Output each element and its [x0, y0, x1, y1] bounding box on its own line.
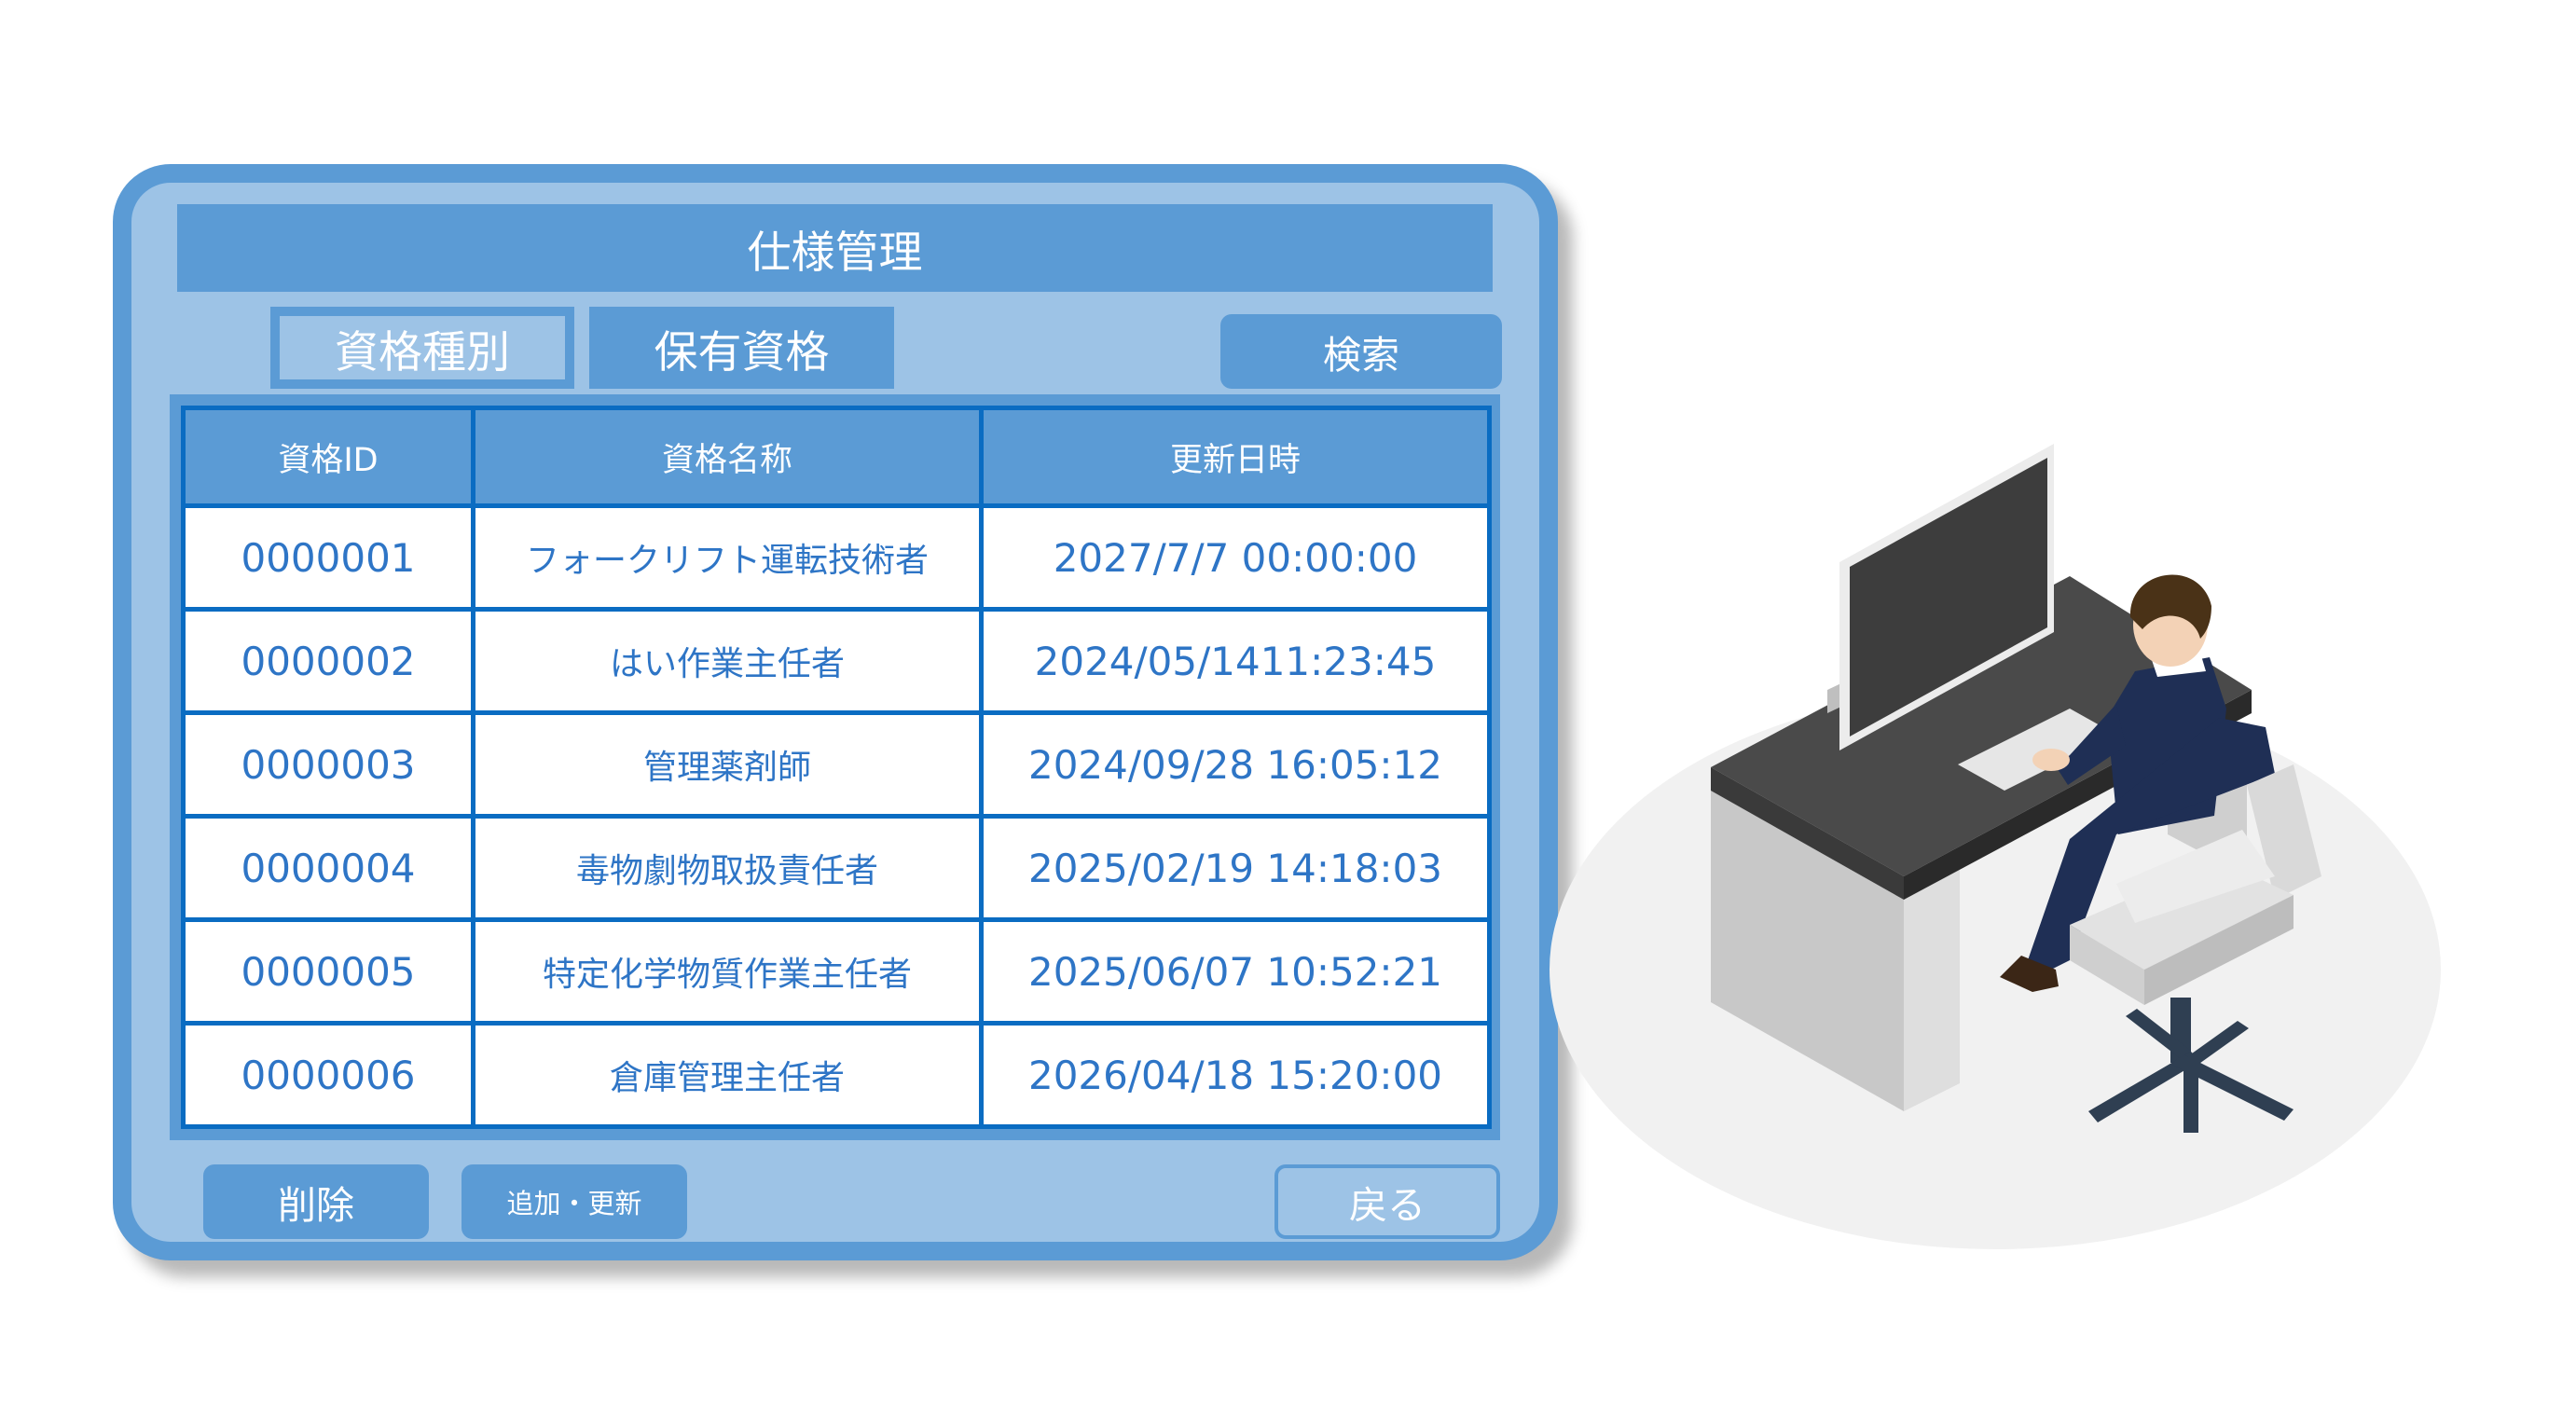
- cell-updated: 2025/06/07 10:52:21: [979, 917, 1492, 1026]
- cell-updated: 2024/09/28 16:05:12: [979, 710, 1492, 819]
- back-button[interactable]: 戻る: [1274, 1164, 1500, 1239]
- app-window: 仕様管理 資格種別 保有資格 検索 資格ID 資格名称 更新日時: [113, 164, 1558, 1260]
- cell-name: 毒物劇物取扱責任者: [471, 814, 984, 922]
- cell-id: 0000003: [181, 710, 475, 819]
- cell-name: フォークリフト運転技術者: [471, 503, 984, 612]
- cell-updated: 2026/04/18 15:20:00: [979, 1021, 1492, 1129]
- table-header-row: 資格ID 資格名称 更新日時: [181, 406, 1492, 508]
- cell-updated: 2027/7/7 00:00:00: [979, 503, 1492, 612]
- cell-name: 倉庫管理主任者: [471, 1021, 984, 1129]
- qualification-table-frame: 資格ID 資格名称 更新日時 0000001 フォークリフト運転技術者 2027…: [170, 394, 1500, 1140]
- qualification-table: 資格ID 資格名称 更新日時 0000001 フォークリフト運転技術者 2027…: [181, 406, 1492, 1129]
- office-worker-illustration: [1550, 444, 2441, 1249]
- monitor-icon: [1827, 444, 2054, 750]
- table-row[interactable]: 0000002 はい作業主任者 2024/05/1411:23:45: [181, 607, 1492, 715]
- office-chair-icon: [2070, 764, 2321, 1133]
- delete-button[interactable]: 削除: [203, 1164, 429, 1239]
- keyboard-icon: [1958, 709, 2116, 791]
- search-button[interactable]: 検索: [1220, 314, 1502, 389]
- window-title: 仕様管理: [177, 204, 1493, 292]
- table-row[interactable]: 0000003 管理薬剤師 2024/09/28 16:05:12: [181, 710, 1492, 819]
- tab-owned-qualifications[interactable]: 保有資格: [589, 307, 894, 389]
- table-row[interactable]: 0000001 フォークリフト運転技術者 2027/7/7 00:00:00: [181, 503, 1492, 612]
- cell-name: 特定化学物質作業主任者: [471, 917, 984, 1026]
- table-row[interactable]: 0000006 倉庫管理主任者 2026/04/18 15:20:00: [181, 1021, 1492, 1129]
- add-update-button[interactable]: 追加・更新: [461, 1164, 687, 1239]
- column-header-name: 資格名称: [471, 406, 984, 508]
- cell-id: 0000004: [181, 814, 475, 922]
- cell-id: 0000005: [181, 917, 475, 1026]
- cell-id: 0000001: [181, 503, 475, 612]
- cell-updated: 2024/05/1411:23:45: [979, 607, 1492, 715]
- cell-name: 管理薬剤師: [471, 710, 984, 819]
- table-row[interactable]: 0000005 特定化学物質作業主任者 2025/06/07 10:52:21: [181, 917, 1492, 1026]
- cell-updated: 2025/02/19 14:18:03: [979, 814, 1492, 922]
- person-icon: [2000, 574, 2275, 992]
- cell-id: 0000002: [181, 607, 475, 715]
- column-header-updated: 更新日時: [979, 406, 1492, 508]
- tab-qualification-type[interactable]: 資格種別: [270, 307, 574, 389]
- cell-name: はい作業主任者: [471, 607, 984, 715]
- column-header-id: 資格ID: [181, 406, 475, 508]
- table-row[interactable]: 0000004 毒物劇物取扱責任者 2025/02/19 14:18:03: [181, 814, 1492, 922]
- cell-id: 0000006: [181, 1021, 475, 1129]
